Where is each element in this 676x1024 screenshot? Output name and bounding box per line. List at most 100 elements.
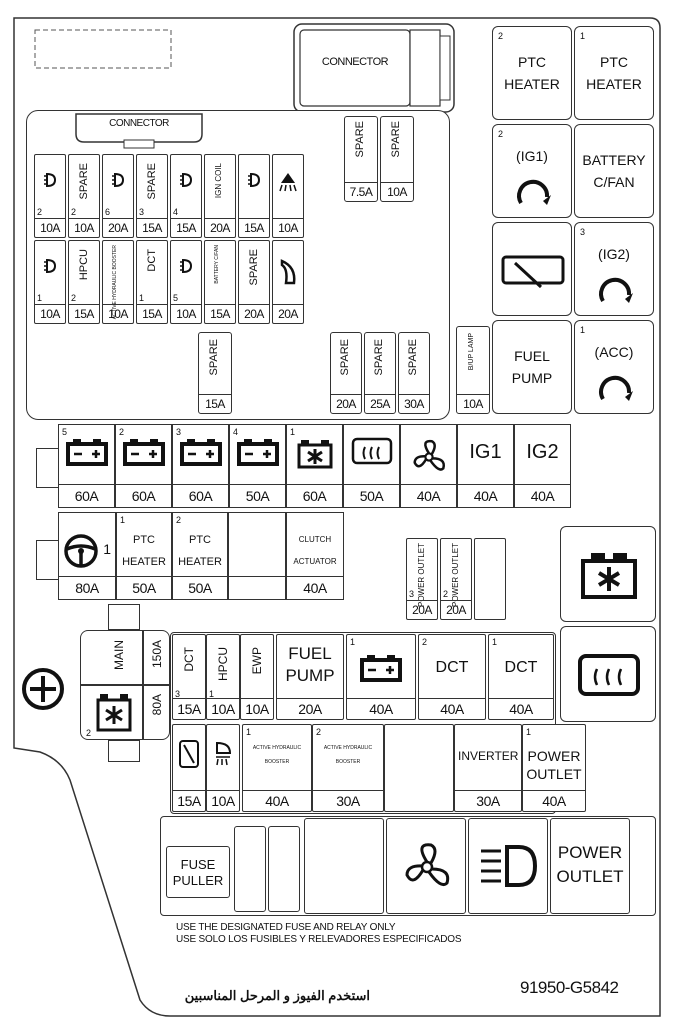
fuse-num: 3 [139, 207, 145, 217]
fuse-amp: 50A [344, 484, 399, 507]
fuse-label: SPARE [407, 339, 419, 376]
fuse-amp: 10A [69, 218, 99, 237]
fuse-num: 4 [173, 207, 179, 217]
headlamp-icon [481, 845, 538, 887]
relay-label: BATTERY C/FAN [582, 152, 646, 190]
relay-label: PTC HEATER [504, 54, 560, 92]
relay-power-outlet-bottom: POWER OUTLET [550, 818, 630, 914]
fuse-amp: 30A [455, 790, 521, 811]
fuse-num: 3 [176, 427, 182, 437]
fuse-num: 1 [246, 727, 252, 737]
fuse-amp: 40A [419, 698, 485, 719]
fuse-label: POWER OUTLET [417, 543, 426, 608]
fuse-label: SPARE [248, 249, 260, 286]
fuse-label: B/UP LAMP [468, 333, 475, 371]
relay-num: 3 [580, 227, 586, 237]
fuse-num: 2 [71, 207, 77, 217]
bottom-slot-2 [268, 826, 300, 912]
fuse-label: SPARE [373, 339, 385, 376]
main-stud-top [108, 604, 140, 630]
big-fuse-row-bar [36, 448, 60, 488]
fuse-spare-bottom: SPARE 30A [398, 332, 430, 414]
fuse-puller[interactable]: FUSE PULLER [166, 846, 230, 898]
fuse-num: 4 [233, 427, 239, 437]
relay-num: 2 [498, 129, 504, 139]
fuse-label: IG2 [526, 441, 559, 463]
fuse-label: BATTERY C/FAN [214, 245, 220, 284]
relay-ig1: 2 (IG1) [492, 124, 572, 218]
fuse-num: 3 [409, 589, 415, 599]
fuse-label: EWP [250, 647, 264, 675]
lamp-icon [35, 257, 65, 280]
interior-lamp-icon [273, 171, 303, 198]
fuse-amp: 40A [458, 484, 513, 507]
fuse-label: PTC HEATER [122, 534, 166, 568]
fuse-amp: 15A [69, 304, 99, 323]
fuse-num: 1 [526, 727, 532, 737]
steering-icon [63, 533, 99, 574]
engine-icon [287, 437, 342, 474]
fuse-mini: 20A [272, 240, 304, 324]
relay-headlamp-bottom [468, 818, 548, 914]
fuse-num: 2 [443, 589, 449, 599]
fuse-amp: 20A [103, 218, 133, 237]
rotate-icon [599, 375, 633, 401]
battery-icon [59, 437, 114, 472]
fuse-label: POWER OUTLET [451, 543, 460, 608]
fuse-label: SPARE [354, 121, 366, 158]
fuse-amp: 40A [347, 698, 415, 719]
lamp-icon [171, 257, 201, 280]
fan-icon [401, 437, 456, 482]
fuse-num: 2 [71, 293, 77, 303]
bottom-slot-3 [304, 818, 384, 914]
fuse-num: 1 [37, 293, 43, 303]
second-row-bar [36, 540, 60, 580]
fuse-amp: 30A [399, 394, 429, 413]
horn-icon [273, 257, 303, 290]
relay-label: POWER OUTLET [556, 843, 624, 886]
note-arabic: استخدم الفيوز و المرحل المناسبين [184, 988, 370, 1003]
relay-defrost-big [560, 626, 656, 722]
relay-fan-bottom [386, 818, 466, 914]
fuse-amp: 20A [407, 600, 437, 619]
ground-plus-icon [22, 668, 64, 710]
fuse-amp: 10A [207, 698, 239, 719]
main-stud-bottom [108, 740, 140, 762]
fuse-amp: 40A [401, 484, 456, 507]
fuse-label: DCT [504, 659, 538, 676]
fuse-num: 2 [316, 727, 322, 737]
fuse-amp: 40A [287, 576, 343, 599]
fuse-num: 3 [175, 689, 181, 699]
fuse-amp: 10A [171, 304, 201, 323]
fuse-lower: 15A [172, 724, 206, 812]
battery-icon [347, 653, 415, 688]
inner-connector: CONNECTOR [74, 112, 204, 150]
fuse-amp: 15A [137, 304, 167, 323]
fuse-num: 1 [209, 689, 215, 699]
fuse-amp: 40A [523, 790, 585, 811]
engine-amp: 80A [150, 694, 164, 716]
fuse-label: DCT [182, 647, 196, 672]
fuse-amp: 40A [243, 790, 311, 811]
fuse-label: DCT [435, 659, 469, 676]
